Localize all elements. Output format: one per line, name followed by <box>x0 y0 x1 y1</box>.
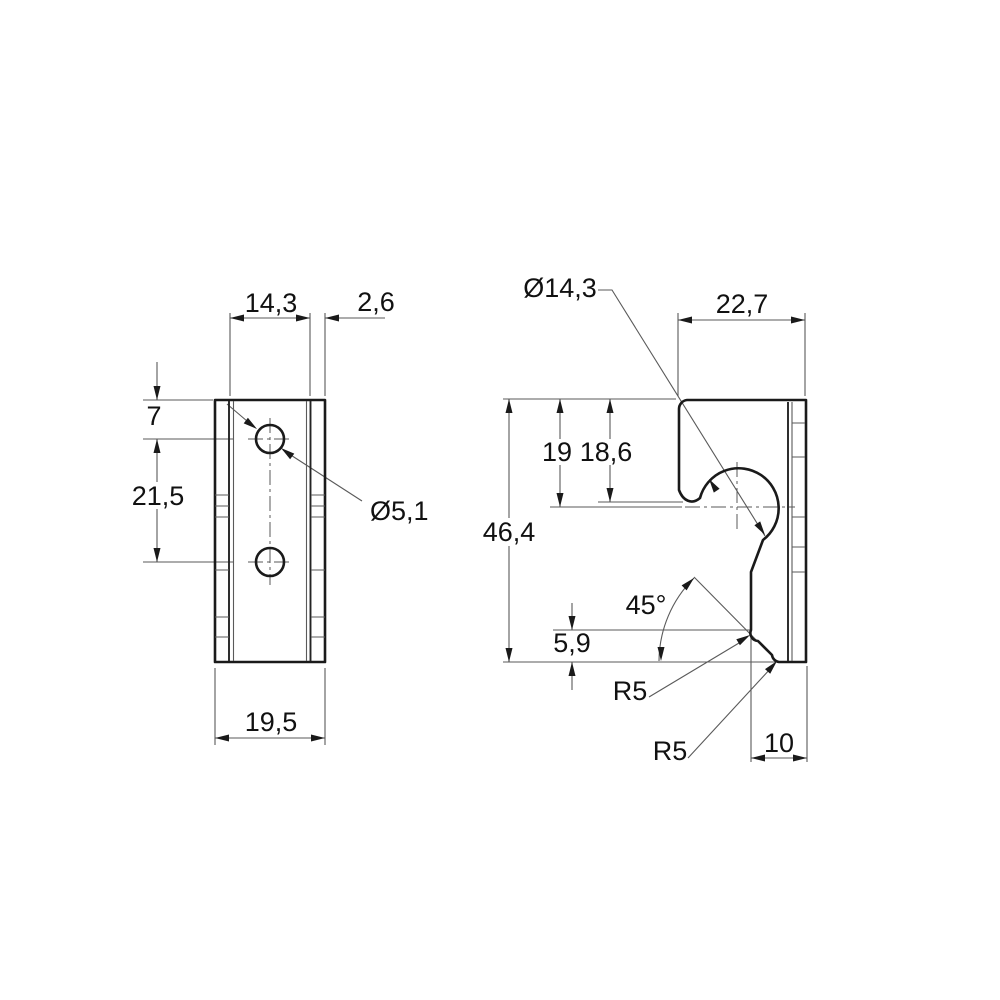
side-dim-radius-lower-label: R5 <box>653 736 688 766</box>
front-bend-lines-thin <box>232 401 308 661</box>
label-mask <box>480 518 538 546</box>
side-extension-lines <box>503 313 808 762</box>
radius-leaders <box>648 639 772 759</box>
side-dim-top-width-label: 22,7 <box>716 289 769 319</box>
front-centerlines <box>248 418 292 585</box>
label-mask <box>129 482 187 509</box>
side-dim-hook-center-depth-label: 19 <box>542 437 572 467</box>
front-view: 14,3 2,6 7 21,5 Ø5,1 19,5 <box>129 287 429 745</box>
front-bend-lines <box>228 401 312 661</box>
side-dim-chamfer-angle-label: 45° <box>626 590 667 620</box>
side-dim-bottom-flat-label: 10 <box>764 728 794 758</box>
side-dim-chamfer-height-label: 5,9 <box>553 628 591 658</box>
side-dim-hook-lip-depth-label: 18,6 <box>580 437 633 467</box>
side-view: Ø14,3 22,7 19 18,6 46,4 45° 5,9 R5 R5 10 <box>480 273 808 766</box>
side-flange-ticks <box>792 422 805 573</box>
side-centerlines <box>685 462 795 530</box>
side-dim-hook-diameter-label: Ø14,3 <box>523 273 597 303</box>
hole-diameter-leader <box>226 403 363 502</box>
label-mask <box>541 439 574 465</box>
front-hole-bottom <box>254 546 286 578</box>
side-dim-overall-height-label: 46,4 <box>483 517 536 547</box>
front-dim-hole-spacing-label: 21,5 <box>132 481 185 511</box>
side-dim-radius-upper-label: R5 <box>613 676 648 706</box>
front-dim-hole-diameter-label: Ø5,1 <box>370 496 429 526</box>
side-dim-arrows <box>505 316 807 762</box>
front-body-outline <box>213 398 327 664</box>
front-dim-hole-top-offset-label: 7 <box>146 401 161 431</box>
hook-diameter-leader <box>598 289 766 537</box>
front-flange-ticks <box>215 494 325 638</box>
front-extension-lines <box>143 313 385 745</box>
front-dim-overall-width-label: 19,5 <box>245 707 298 737</box>
front-dim-side-flange-label: 2,6 <box>357 287 395 317</box>
label-mask <box>577 439 634 465</box>
side-profile-outline <box>677 398 808 664</box>
front-hole-top <box>254 423 286 455</box>
front-dim-inner-width-label: 14,3 <box>245 288 298 318</box>
